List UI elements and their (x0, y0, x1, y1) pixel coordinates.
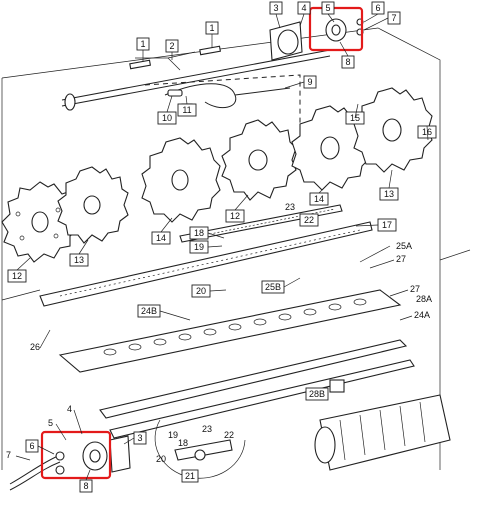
callout-6-top: 6 (375, 3, 380, 13)
callout-19-detail: 19 (168, 430, 178, 440)
callout-23: 23 (285, 202, 295, 212)
shaft-assembly (61, 45, 331, 111)
callout-4-bottom: 4 (67, 404, 72, 414)
callout-2: 2 (169, 41, 174, 51)
callout-26: 26 (30, 342, 40, 352)
callout-6-bottom: 6 (29, 441, 34, 451)
highlight-bottom-bearing (40, 430, 112, 480)
callout-25b: 25B (265, 282, 281, 292)
bottom-bearing-assembly (9, 435, 131, 491)
callout-13-right: 13 (384, 189, 394, 199)
callout-27-b: 27 (410, 284, 420, 294)
callout-1: 1 (140, 39, 145, 49)
sprocket-row (1, 87, 433, 263)
callout-7-bottom: 7 (6, 450, 11, 460)
callout-21-detail: 21 (185, 471, 195, 481)
callout-24a: 24A (414, 310, 430, 320)
leader-lines (15, 13, 429, 481)
highlight-top-bearing (308, 6, 364, 52)
callout-5-bottom: 5 (48, 418, 53, 428)
callout-14-left: 14 (156, 233, 166, 243)
callout-9: 9 (307, 77, 312, 87)
callout-13-left: 13 (74, 255, 84, 265)
callout-11: 11 (182, 105, 191, 115)
callout-25a: 25A (396, 241, 412, 251)
callout-24b: 24B (141, 306, 157, 316)
callout-10: 10 (162, 113, 172, 123)
callout-7-top: 7 (391, 13, 396, 23)
callout-16: 16 (422, 127, 432, 137)
callout-22: 22 (304, 215, 314, 225)
callout-12-mid: 12 (230, 211, 240, 221)
callout-5-top: 5 (325, 3, 330, 13)
callout-8-top: 8 (345, 57, 350, 67)
callout-20: 20 (196, 286, 206, 296)
callout-labels: 1 2 1 3 4 5 6 7 8 9 10 11 15 16 12 13 14… (6, 1, 437, 493)
top-bearing-housing (269, 18, 364, 61)
callout-20-detail: 20 (156, 454, 166, 464)
callout-4-top: 4 (301, 3, 306, 13)
callout-23-detail: 23 (202, 424, 212, 434)
roller-assembly (314, 379, 451, 471)
detail-view (154, 419, 246, 479)
callout-27-a: 27 (396, 254, 406, 264)
callout-14-right: 14 (314, 194, 324, 204)
callout-28a: 28A (416, 294, 432, 304)
callout-3-top: 3 (273, 3, 278, 13)
callout-19: 19 (194, 242, 204, 252)
callout-28b: 28B (309, 389, 325, 399)
callout-8-bottom: 8 (83, 481, 88, 491)
callout-12-left: 12 (12, 271, 22, 281)
callout-1-b: 1 (209, 23, 214, 33)
callout-22-detail: 22 (224, 430, 234, 440)
callout-17: 17 (382, 220, 392, 230)
callout-18-detail: 18 (178, 438, 188, 448)
callout-18: 18 (194, 228, 204, 238)
callout-3-bottom: 3 (137, 433, 142, 443)
